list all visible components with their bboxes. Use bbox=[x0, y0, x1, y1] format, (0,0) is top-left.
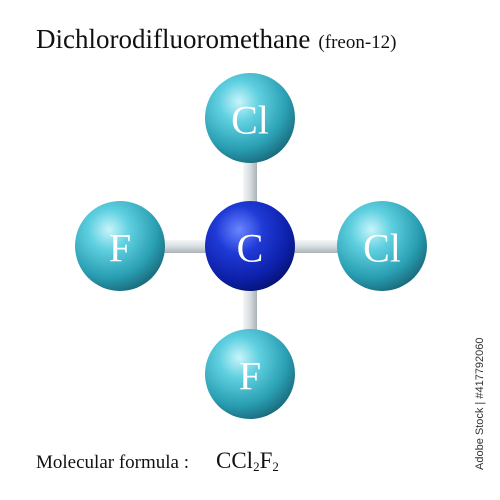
formula-label: Molecular formula : bbox=[36, 452, 190, 473]
molecule-common-name: (freon-12) bbox=[318, 32, 397, 53]
atom-label-right: Cl bbox=[363, 226, 401, 271]
atom-label-bottom: F bbox=[239, 354, 261, 399]
atom-chlorine-right: Cl bbox=[337, 201, 427, 291]
formula-part-1: CCl bbox=[216, 448, 254, 473]
molecule-title: Dichlorodifluoromethane (freon-12) bbox=[36, 24, 397, 55]
formula-part-2: F bbox=[259, 448, 273, 473]
formula-subscript-1: 2 bbox=[253, 459, 260, 474]
atom-fluorine-bottom: F bbox=[205, 329, 295, 419]
molecular-formula: CCl2F2 bbox=[216, 448, 279, 475]
bond-top bbox=[243, 150, 257, 212]
atom-chlorine-top: Cl bbox=[205, 73, 295, 163]
molecule-name: Dichlorodifluoromethane bbox=[36, 24, 311, 54]
atom-label-top: Cl bbox=[231, 98, 269, 143]
bond-bottom bbox=[243, 288, 257, 330]
atom-label-left: F bbox=[109, 226, 131, 271]
formula-subscript-2: 2 bbox=[272, 459, 279, 474]
stock-watermark: Adobe Stock | #417792060 bbox=[474, 337, 486, 470]
atom-label-center: C bbox=[237, 226, 264, 271]
bond-right bbox=[288, 240, 340, 253]
atom-carbon-center: C bbox=[205, 201, 295, 291]
atom-fluorine-left: F bbox=[75, 201, 165, 291]
bond-left bbox=[160, 240, 212, 253]
